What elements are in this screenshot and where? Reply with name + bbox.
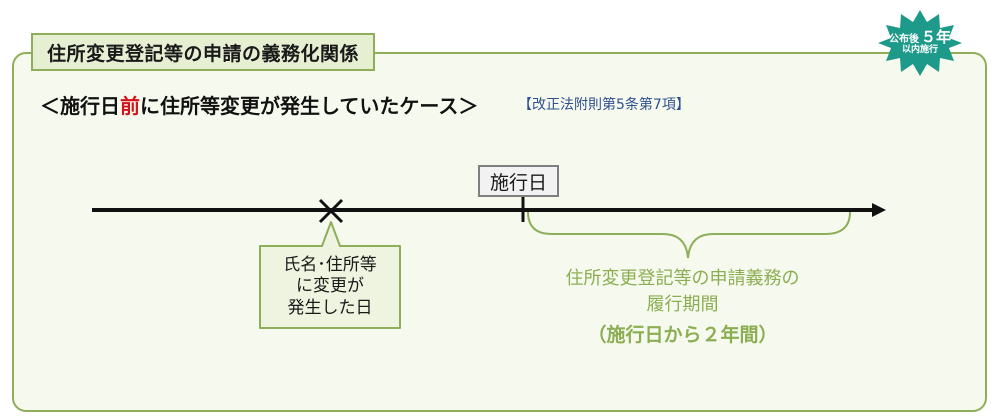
change-line-1: 氏名･住所等 [283,255,377,276]
change-cross-icon [318,198,344,224]
starburst-badge [878,10,962,76]
change-callout [259,221,401,329]
page-title-text: 住所変更登記等の申請の義務化関係 [47,42,360,65]
enforcement-date-label: 施行日 [478,165,560,197]
timeline-arrowhead [872,203,886,217]
change-line-3: 発生した日 [287,297,373,318]
case-heading: ＜施行日前に住所等変更が発生していたケース＞ [40,90,478,119]
bracket-close: ＞ [458,94,479,118]
bracket-open: ＜ [40,94,60,118]
change-line-2: に変更が [296,276,364,297]
period-line-1: 住所変更登記等の申請義務の [565,268,800,289]
badge-suffix: 以内施行 [901,45,938,56]
fulfillment-period-label: 住所変更登記等の申請義務の 履行期間 （施行日から２年間） [500,266,865,350]
law-reference: 【改正法附則第5条第7項】 [518,97,690,113]
case-text-after: に住所等変更が発生していたケース [140,94,459,118]
change-event-label: 氏名･住所等 に変更が 発生した日 [260,246,400,328]
period-line-2: 履行期間 [646,294,719,316]
period-brace [527,211,851,259]
badge-number: ５年 [920,28,951,47]
starburst-text: 公布後 ５年 以内施行 [878,8,962,78]
page-title: 住所変更登記等の申請の義務化関係 [31,33,376,71]
enforcement-date-text: 施行日 [490,171,548,194]
case-text-before: 施行日 [60,94,120,118]
starburst-shape [878,10,962,76]
badge-prefix: 公布後 [888,34,919,46]
period-line-3: （施行日から２年間） [587,324,778,347]
content-panel [12,52,987,412]
case-text-highlight: 前 [120,94,140,118]
